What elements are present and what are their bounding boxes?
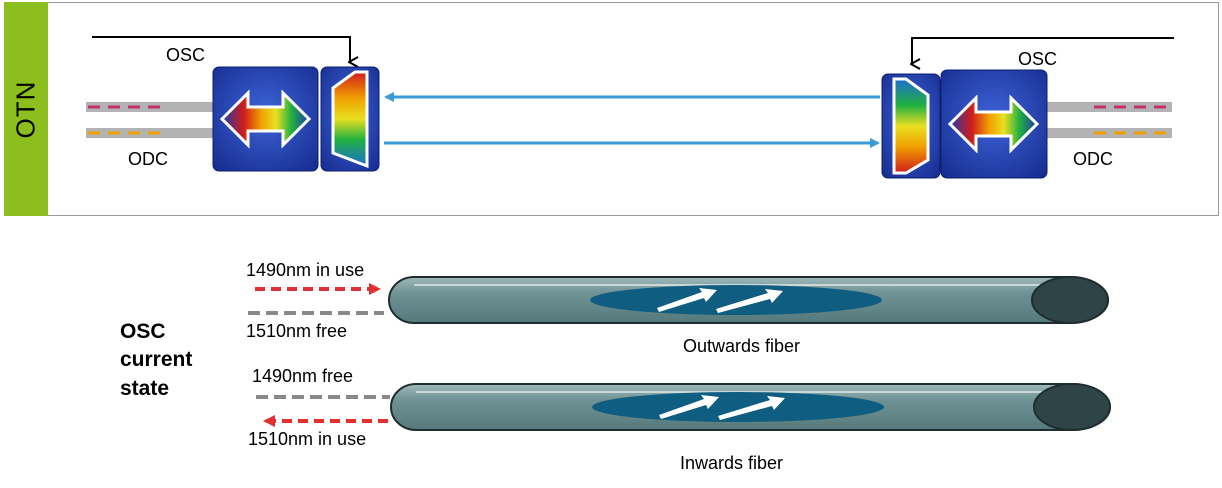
osc-state-title-line2: current (120, 348, 193, 372)
right-odc-label: ODC (1073, 149, 1113, 169)
left-mux-module (212, 66, 319, 172)
right-line-odc-orange (1040, 128, 1172, 138)
left-odc-label: ODC (128, 149, 168, 169)
outwards-fiber (388, 276, 1109, 324)
left-osc-feed-arrow (92, 36, 350, 62)
osc-state-title-line1: OSC (120, 320, 166, 343)
flow-arrow-icon (659, 395, 719, 419)
left-line-odc-magenta (86, 102, 214, 112)
left-osc-filter-module (320, 66, 380, 172)
right-osc-filter-module (881, 73, 941, 179)
left-line-odc-orange (86, 128, 214, 138)
filter-prism-icon (331, 70, 369, 169)
left-osc-label: OSC (166, 45, 206, 65)
right-osc-label: OSC (1018, 49, 1058, 69)
outwards-top-label: 1490nm in use (246, 260, 365, 280)
flow-arrow-icon (718, 396, 785, 420)
outwards-fiber-caption: Outwards fiber (683, 336, 801, 356)
bidirectional-arrow-icon (947, 94, 1040, 154)
outwards-bottom-label: 1510nm free (246, 321, 348, 341)
flow-arrow-icon (716, 289, 783, 313)
inwards-fiber (390, 383, 1111, 431)
right-osc-feed-arrow (912, 37, 1174, 64)
inwards-top-label: 1490nm free (252, 366, 354, 386)
right-line-odc-magenta (1040, 102, 1172, 112)
inwards-fiber-caption: Inwards fiber (680, 453, 784, 473)
filter-prism-icon (892, 77, 930, 175)
right-mux-module (940, 69, 1048, 179)
otn-sidebar (4, 2, 48, 216)
bidirectional-arrow-icon (219, 89, 312, 149)
osc-state-title: OSC current state (120, 318, 192, 403)
flow-arrow-icon (657, 288, 717, 312)
inwards-bottom-label: 1510nm in use (248, 429, 367, 449)
osc-state-title-line3: state (120, 376, 170, 400)
